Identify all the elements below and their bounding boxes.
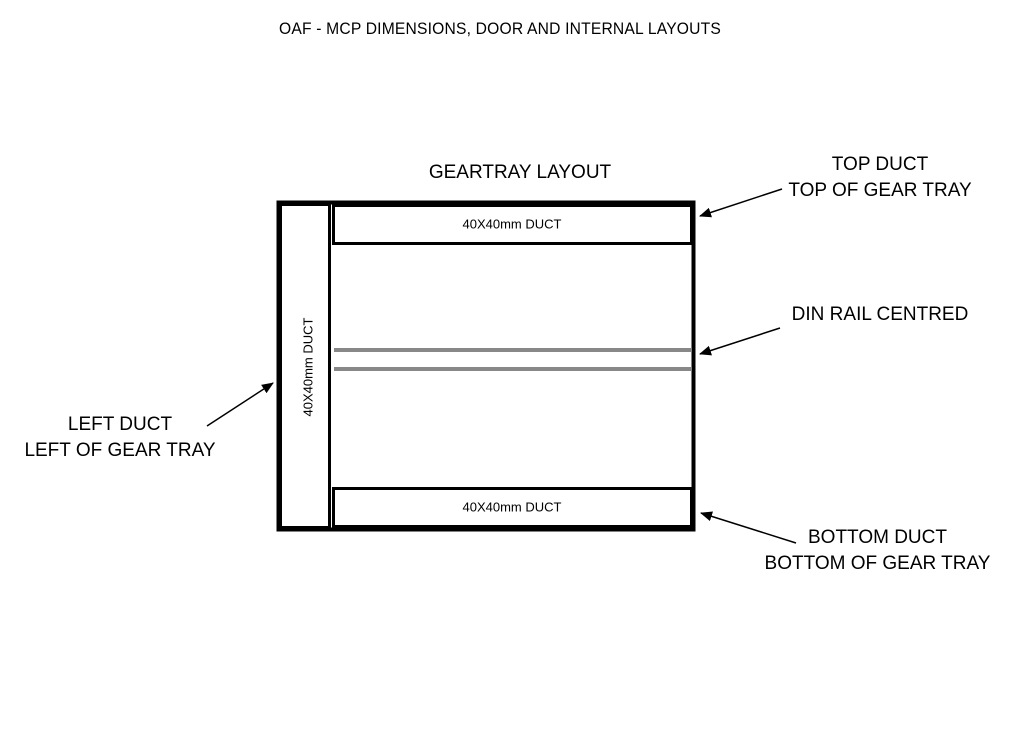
bottom-duct-callout-line-1: BOTTOM DUCT [808,527,947,548]
left-duct-label: 40X40mm DUCT [300,317,315,416]
left-duct-arrow [206,382,274,427]
top-duct-label: 40X40mm DUCT [463,216,562,231]
top-duct-callout: TOP DUCT TOP OF GEAR TRAY [760,152,1000,204]
din-rail-callout-line-1: DIN RAIL CENTRED [791,304,969,325]
din-rail-arrow [699,327,781,356]
bottom-duct-callout: BOTTOM DUCT BOTTOM OF GEAR TRAY [745,525,1010,577]
top-duct [332,204,693,245]
left-duct-callout-line-1: LEFT DUCT [67,414,173,435]
top-duct-callout-line-2: TOP OF GEAR TRAY [788,180,972,201]
din-rail-callout: DIN RAIL CENTRED [760,302,1000,328]
top-duct-callout-line-1: TOP DUCT [831,154,929,175]
left-duct [279,203,331,529]
left-duct-callout-line-2: LEFT OF GEAR TRAY [24,440,216,461]
page-title: OAF - MCP DIMENSIONS, DOOR AND INTERNAL … [278,19,722,38]
geartray-frame [276,200,696,532]
top-duct-arrow [699,188,783,218]
left-duct-callout: LEFT DUCT LEFT OF GEAR TRAY [10,412,230,464]
bottom-duct-label: 40X40mm DUCT [463,499,562,514]
geartray-layout-title: GEARTRAY LAYOUT [428,162,612,183]
bottom-duct-callout-line-2: BOTTOM OF GEAR TRAY [764,553,991,574]
bottom-duct [332,487,693,528]
bottom-duct-arrow [700,511,797,544]
